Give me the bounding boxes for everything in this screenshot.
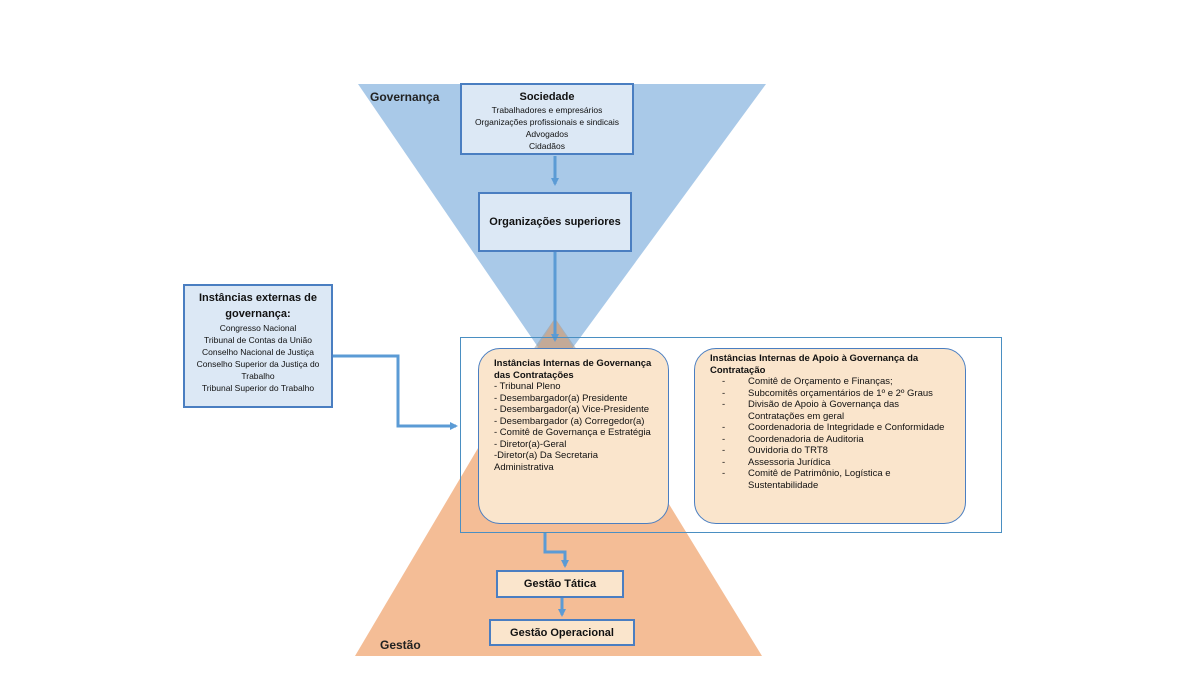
sociedade-title: Sociedade bbox=[519, 91, 575, 103]
sociedade-item: Organizações profissionais e sindicais bbox=[474, 117, 620, 127]
apoio-item-text: Comitê de Orçamento e Finanças; bbox=[748, 376, 893, 387]
instancias-internas-item: -Diretor(a) Da Secretaria Administrativa bbox=[494, 450, 598, 473]
instancias-externas-item: Conselho Nacional de Justiça bbox=[202, 347, 314, 357]
apoio-list-item: -Coordenadoria de Integridade e Conformi… bbox=[710, 422, 951, 434]
instancias-externas-item: Tribunal Superior do Trabalho bbox=[201, 383, 315, 393]
organizacoes-superiores-label: Organizações superiores bbox=[489, 216, 621, 228]
apoio-item-text: Comitê de Patrimônio, Logística e Susten… bbox=[748, 468, 891, 491]
instancias-internas-item: - Desembargador(a) Presidente bbox=[494, 392, 628, 404]
apoio-list-item: -Divisão de Apoio à Governança das Contr… bbox=[710, 399, 951, 422]
instancias-externas-item: Tribunal de Contas da União bbox=[204, 335, 312, 345]
organizacoes-superiores-box: Organizações superiores bbox=[478, 192, 632, 252]
apoio-list-item: -Ouvidoria do TRT8 bbox=[710, 445, 951, 457]
apoio-list-item: -Subcomitês orçamentários de 1º e 2º Gra… bbox=[710, 388, 951, 400]
instancias-apoio-panel: Instâncias Internas de Apoio à Governanç… bbox=[694, 348, 966, 524]
sociedade-item: Trabalhadores e empresários bbox=[491, 105, 603, 115]
instancias-internas-panel: Instâncias Internas de Governança das Co… bbox=[478, 348, 669, 524]
instancias-internas-item: - Comitê de Governança e Estratégia bbox=[494, 427, 651, 438]
governanca-label: Governança bbox=[370, 90, 440, 104]
gestao-label: Gestão bbox=[380, 638, 421, 652]
gestao-operacional-label: Gestão Operacional bbox=[510, 626, 614, 639]
apoio-item-text: Assessoria Jurídica bbox=[748, 456, 831, 468]
instancias-internas-item: - Desembargador(a) Vice-Presidente bbox=[494, 404, 650, 415]
instancias-externas-box: Instâncias externas de governança: Congr… bbox=[183, 284, 333, 408]
sociedade-item: Cidadãos bbox=[529, 141, 565, 151]
sociedade-item: Advogados bbox=[525, 129, 569, 139]
instancias-internas-title: Instâncias Internas de Governança das Co… bbox=[494, 358, 652, 381]
apoio-list-item: -Assessoria Jurídica bbox=[710, 457, 951, 469]
arrow-internas-to-tatica bbox=[543, 532, 569, 568]
apoio-item-text: Coordenadoria de Integridade e Conformid… bbox=[748, 422, 945, 433]
apoio-item-text: Coordenadoria de Auditoria bbox=[748, 433, 864, 445]
apoio-list-item: -Coordenadoria de Auditoria bbox=[710, 434, 951, 446]
arrow-externas-to-internas bbox=[333, 354, 458, 430]
instancias-apoio-title: Instâncias Internas de Apoio à Governanç… bbox=[710, 353, 919, 376]
instancias-externas-item: Congresso Nacional bbox=[219, 323, 297, 333]
sociedade-box: Sociedade Trabalhadores e empresários Or… bbox=[460, 83, 634, 155]
instancias-internas-item: - Desembargador (a) Corregedor(a) bbox=[494, 415, 645, 427]
instancias-internas-item: - Diretor(a)-Geral bbox=[494, 438, 567, 450]
apoio-item-text: Subcomitês orçamentários de 1º e 2º Grau… bbox=[748, 387, 933, 399]
gestao-tatica-box: Gestão Tática bbox=[496, 570, 624, 598]
instancias-internas-item: - Tribunal Pleno bbox=[494, 381, 561, 392]
instancias-externas-title: Instâncias externas de governança: bbox=[198, 292, 317, 320]
instancias-externas-item: Conselho Superior da Justiça do Trabalho bbox=[196, 359, 320, 381]
apoio-item-text: Ouvidoria do TRT8 bbox=[748, 445, 828, 456]
apoio-list-item: -Comitê de Patrimônio, Logística e Suste… bbox=[710, 468, 951, 491]
apoio-list-item: -Comitê de Orçamento e Finanças; bbox=[710, 376, 951, 388]
instancias-internas-frame bbox=[460, 337, 1002, 533]
apoio-item-text: Divisão de Apoio à Governança das Contra… bbox=[748, 399, 900, 422]
gestao-operacional-box: Gestão Operacional bbox=[489, 619, 635, 646]
gestao-tatica-label: Gestão Tática bbox=[523, 578, 597, 590]
